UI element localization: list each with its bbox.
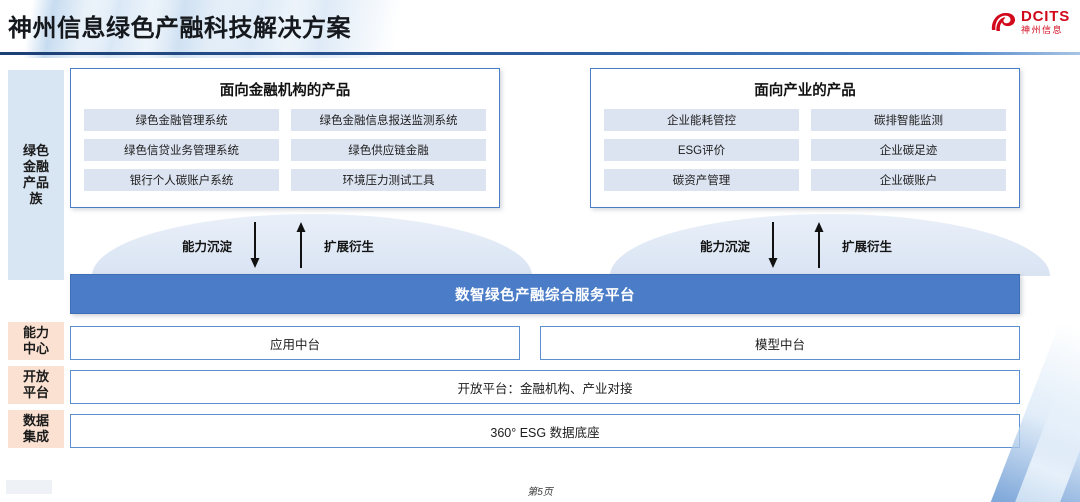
logo-text-block: DCITS 神州信息 [1021,9,1070,35]
panel-chip-grid: 企业能耗管控 碳排智能监测 ESG评价 企业碳足迹 碳资产管理 企业碳账户 [591,109,1019,203]
arrow-up-icon [814,222,824,268]
product-chip[interactable]: 绿色信贷业务管理系统 [84,139,279,161]
header-decor-streaks [0,0,1080,58]
sidebar-item-open-platform[interactable]: 开放 平台 [8,366,64,404]
product-chip[interactable]: 绿色供应链金融 [291,139,486,161]
logo-cn-label: 神州信息 [1021,25,1064,35]
sidebar-item-label: 数据 集成 [22,413,49,444]
sidebar-item-data-integration[interactable]: 数据 集成 [8,410,64,448]
arrow-down-icon [250,222,260,268]
product-chip[interactable]: 环境压力测试工具 [291,169,486,191]
flow-label-down: 能力沉淀 [700,239,751,254]
flow-group-right: 能力沉淀 扩展衍生 [700,220,892,270]
flow-label-up: 扩展衍生 [842,239,893,254]
arrow-up-icon [296,222,306,268]
capability-center-model-label: 模型中台 [754,337,805,352]
product-chip[interactable]: 企业碳足迹 [811,139,1006,161]
data-integration-label: 360° ESG 数据底座 [490,425,600,440]
flow-label-down: 能力沉淀 [182,239,233,254]
slide-header: 神州信息绿色产融科技解决方案 DCITS 神州信息 [0,0,1080,58]
open-platform-row[interactable]: 开放平台：金融机构、产业对接 [70,370,1020,404]
slide-body: 绿色 金融 产品 族 能力 中心 开放 平台 数据 集成 面向金融机构的产品 绿… [0,58,1080,502]
header-divider [0,52,1080,55]
data-integration-row[interactable]: 360° ESG 数据底座 [70,414,1020,448]
sidebar-item-label: 开放 平台 [22,369,49,400]
dcits-swoosh-icon [991,12,1016,31]
sidebar-item-label: 绿色 金融 产品 族 [22,143,49,206]
product-chip[interactable]: 企业碳账户 [811,169,1006,191]
arrow-down-icon [768,222,778,268]
sidebar-item-green-finance-products[interactable]: 绿色 金融 产品 族 [8,70,64,280]
product-chip[interactable]: 企业能耗管控 [604,109,799,131]
panel-title: 面向金融机构的产品 [219,83,351,99]
product-chip[interactable]: 碳资产管理 [604,169,799,191]
product-chip[interactable]: 碳排智能监测 [811,109,1006,131]
platform-bar-label: 数智绿色产融综合服务平台 [455,287,635,304]
platform-bar[interactable]: 数智绿色产融综合服务平台 [70,274,1020,314]
product-chip[interactable]: 银行个人碳账户系统 [84,169,279,191]
product-chip[interactable]: 绿色金融信息报送监测系统 [291,109,486,131]
capability-center-model[interactable]: 模型中台 [540,326,1020,360]
panel-title: 面向产业的产品 [754,83,856,99]
sidebar-item-label: 能力 中心 [22,325,49,356]
sidebar-item-capability-center[interactable]: 能力 中心 [8,322,64,360]
product-chip[interactable]: ESG评价 [604,139,799,161]
dcits-logo: DCITS 神州信息 [990,9,1070,35]
page-number: 第5页 [527,487,553,498]
logo-en-label: DCITS [1021,8,1070,25]
capability-center-application-label: 应用中台 [269,337,320,352]
panel-financial-institution-products: 面向金融机构的产品 绿色金融管理系统 绿色金融信息报送监测系统 绿色信贷业务管理… [70,68,500,208]
product-chip[interactable]: 绿色金融管理系统 [84,109,279,131]
panel-chip-grid: 绿色金融管理系统 绿色金融信息报送监测系统 绿色信贷业务管理系统 绿色供应链金融… [71,109,499,203]
capability-center-application[interactable]: 应用中台 [70,326,520,360]
flow-label-up: 扩展衍生 [324,239,375,254]
flow-group-left: 能力沉淀 扩展衍生 [182,220,374,270]
panel-industry-products: 面向产业的产品 企业能耗管控 碳排智能监测 ESG评价 企业碳足迹 碳资产管理 … [590,68,1020,208]
open-platform-label: 开放平台：金融机构、产业对接 [457,381,633,396]
page-title: 神州信息绿色产融科技解决方案 [8,15,351,42]
